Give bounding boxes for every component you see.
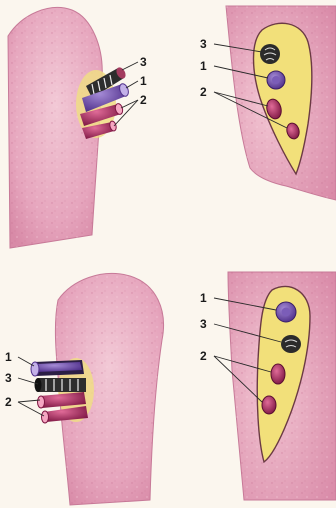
label-artery: 1: [5, 350, 12, 364]
label-veins: 2: [140, 93, 147, 107]
bronchus: [281, 335, 301, 353]
pulmonary-artery: [31, 360, 84, 376]
panel-bottom-right: 1 3 2: [200, 272, 336, 500]
bronchus: [35, 378, 87, 392]
label-artery: 1: [200, 291, 207, 305]
label-bronchus: 3: [5, 371, 12, 385]
panel-bottom-left: 1 3 2: [5, 273, 164, 505]
panel-top-left: 3 1 2: [8, 8, 147, 248]
pulmonary-vein-upper: [271, 364, 285, 384]
label-bronchus: 3: [200, 317, 207, 331]
label-artery: 1: [140, 74, 147, 88]
label-bronchus: 3: [200, 37, 207, 51]
pulmonary-vein-lower: [262, 396, 276, 414]
label-veins: 2: [5, 395, 12, 409]
label-artery: 1: [200, 59, 207, 73]
bronchus: [260, 44, 280, 64]
label-veins: 2: [200, 349, 207, 363]
label-veins: 2: [200, 85, 207, 99]
label-bronchus: 3: [140, 55, 147, 69]
panel-top-right: 3 1 2: [200, 6, 336, 200]
